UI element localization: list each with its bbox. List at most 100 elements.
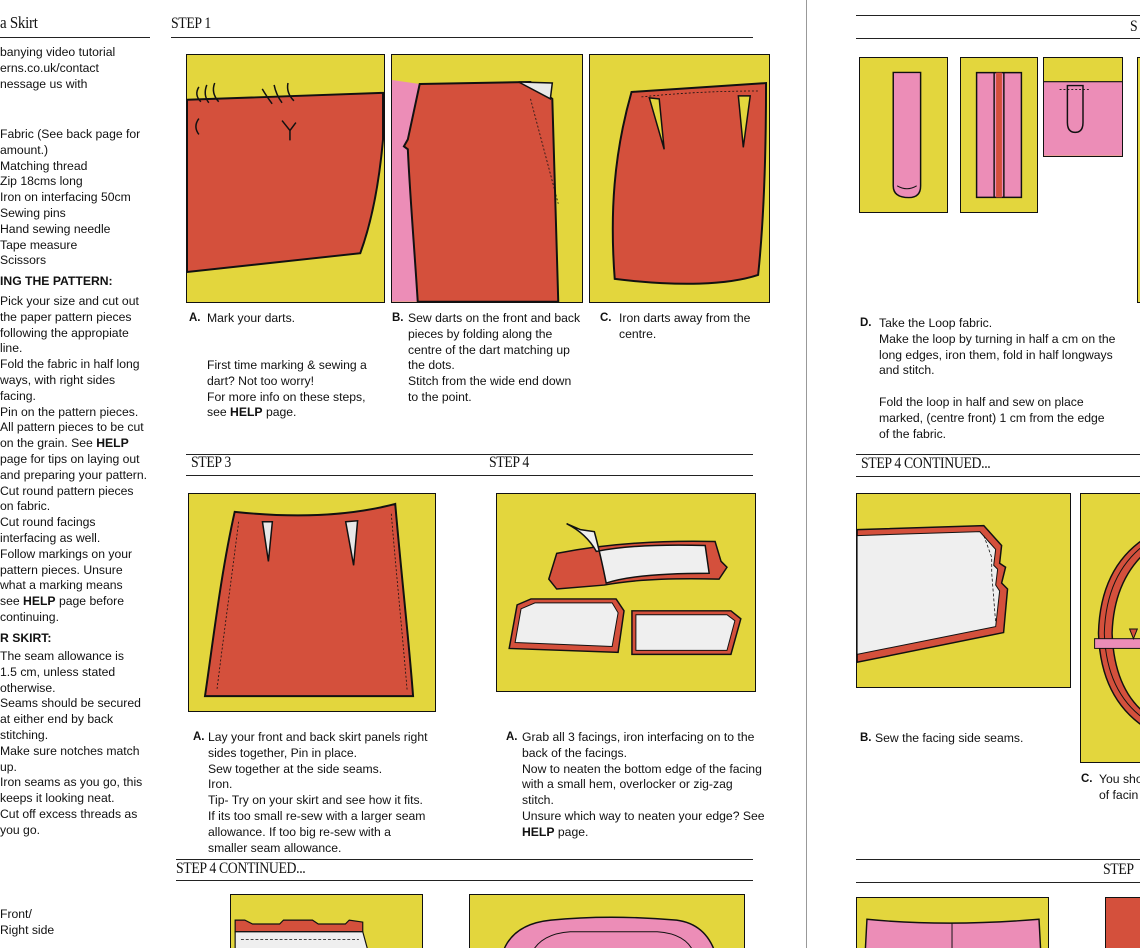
caption-letter: C. [600, 312, 612, 324]
list-item: keeps it looking neat. [0, 791, 115, 806]
caption-line: Iron darts away from the [619, 311, 751, 325]
caption-line: long edges, iron them, fold in half long… [879, 347, 1113, 362]
caption-letter: C. [1081, 773, 1093, 785]
step3-panel-a [188, 493, 436, 712]
page-gutter [806, 0, 807, 948]
list-item: Hand sewing needle [0, 221, 111, 236]
skirt-notes: The seam allowance is 1.5 cm, unless sta… [0, 649, 142, 839]
facing-side-seam-illustration [857, 524, 1009, 664]
list-item: Cut round facings [0, 515, 96, 530]
right-step4-continued-heading: STEP 4 CONTINUED... [861, 455, 991, 472]
legend-line: Right side [0, 922, 55, 937]
list-item: Pick your size and cut out [0, 294, 139, 308]
step-c-caption-cropped: C. You sho of facin [1081, 772, 1140, 804]
caption-line: Take the Loop fabric. [879, 316, 993, 330]
loop-panel-2 [960, 57, 1038, 213]
step1-caption-c: C. Iron darts away from the centre. [600, 311, 750, 343]
step4-caption-a: A. Grab all 3 facings, iron interfacing … [506, 730, 765, 841]
step4-continued-heading: STEP 4 CONTINUED... [176, 860, 306, 877]
caption-letter: A. [506, 731, 518, 743]
caption-line: centre. [619, 326, 657, 341]
list-item: Pin on the pattern pieces. [0, 404, 139, 419]
step1-dart-note: First time marking & sewing a dart? Not … [207, 358, 367, 421]
list-item: Iron seams as you go, this [0, 775, 143, 790]
list-item: on fabric. [0, 499, 51, 514]
caption-line: Sew darts on the front and back [408, 311, 581, 325]
step4-cont-rule-bottom [176, 880, 753, 881]
step1-heading: STEP 1 [171, 15, 211, 32]
list-item: Sewing pins [0, 205, 66, 220]
facing-seams-panel [856, 493, 1071, 688]
step1-caption-b: B. Sew darts on the front and back piece… [392, 311, 580, 406]
list-item: you go. [0, 822, 40, 837]
caption-line: Now to neaten the bottom edge of the fac… [522, 761, 762, 776]
facing-pinned-illustration [234, 919, 368, 948]
caption-line: Unsure which way to neaten your edge? Se… [522, 808, 765, 823]
caption-line: stitch. [522, 793, 554, 808]
caption-line: the dots. [408, 358, 455, 373]
caption-line: Iron. [208, 777, 233, 792]
list-item: and preparing your pattern. [0, 467, 148, 482]
note-text: see [207, 405, 231, 420]
right-bottom-rule-top [856, 859, 1140, 860]
intro-line: nessage us with [0, 76, 88, 91]
caption-line: You sho [1099, 772, 1140, 786]
list-item: up. [0, 759, 17, 774]
caption-line: of facin [1099, 787, 1139, 802]
caption-line: If its too small re-sew with a larger se… [208, 808, 426, 823]
caption-line: Tip- Try on your skirt and see how it fi… [208, 793, 423, 808]
loop-panel-3 [1043, 57, 1123, 157]
list-item: ways, with right sides [0, 372, 116, 387]
note-line: First time marking & sewing a [207, 358, 367, 372]
list-item: see HELP page before [0, 594, 125, 609]
list-item: The seam allowance is [0, 649, 124, 663]
step-b-caption: B. Sew the facing side seams. [860, 731, 1023, 747]
caption-letter: B. [860, 732, 872, 744]
list-item: on the grain. See HELP [0, 436, 129, 451]
caption-line: Make the loop by turning in half a cm on… [879, 331, 1116, 346]
list-item: Fold the fabric in half long [0, 357, 140, 372]
skirt-top-pink-illustration [864, 918, 1042, 948]
caption-letter: D. [860, 317, 872, 329]
title-rule [0, 37, 150, 38]
list-item: otherwise. [0, 680, 56, 695]
caption-line: Grab all 3 facings, iron interfacing on … [522, 730, 755, 744]
facing-attached-illustration [503, 916, 715, 948]
help-page-reference: HELP [230, 405, 263, 420]
caption-line: back of the facings. [522, 745, 628, 760]
step4-cont-panel-right [469, 894, 745, 948]
pattern-heading: ING THE PATTERN: [0, 274, 113, 288]
caption-letter: A. [193, 731, 205, 743]
intro-line: banying video tutorial [0, 45, 116, 59]
list-item: Cut off excess threads as [0, 806, 138, 821]
list-item: stitching. [0, 727, 49, 742]
step-d-caption: D. Take the Loop fabric. Make the loop b… [860, 316, 1115, 442]
right-bottom-rule-bottom [856, 882, 1140, 883]
note-text: page. [262, 405, 297, 420]
list-item: following the appropiate [0, 325, 129, 340]
caption-text: page. [554, 824, 589, 839]
list-item: at either end by back [0, 712, 114, 727]
step3-heading: STEP 3 [191, 454, 231, 471]
pattern-steps: Pick your size and cut out the paper pat… [0, 294, 147, 626]
skirt-heading: R SKIRT: [0, 631, 52, 645]
caption-spacer [879, 379, 1115, 395]
list-item: Iron on interfacing 50cm [0, 190, 131, 205]
loop-fabric-strip-illustration [892, 71, 922, 199]
caption-letter: A. [189, 312, 201, 324]
list-item: Tape measure [0, 237, 78, 252]
caption-line: pieces by folding along the [408, 326, 553, 341]
right-top-rule-2 [856, 38, 1140, 39]
intro-text: banying video tutorial erns.co.uk/contac… [0, 45, 115, 92]
bottom-panel-red-cropped [1105, 897, 1140, 948]
step3-rule-top [186, 454, 753, 455]
list-item: Seams should be secured [0, 696, 141, 711]
list-item: amount.) [0, 142, 49, 157]
list-item: interfacing as well. [0, 530, 101, 545]
facings-illustration [508, 523, 742, 656]
step1-caption-a: A. Mark your darts. [189, 311, 295, 327]
list-item: All pattern pieces to be cut [0, 420, 144, 435]
caption-line: smaller seam allowance. [208, 840, 342, 855]
intro-line: erns.co.uk/contact [0, 60, 99, 75]
step4-cont-rule-top [176, 859, 753, 860]
